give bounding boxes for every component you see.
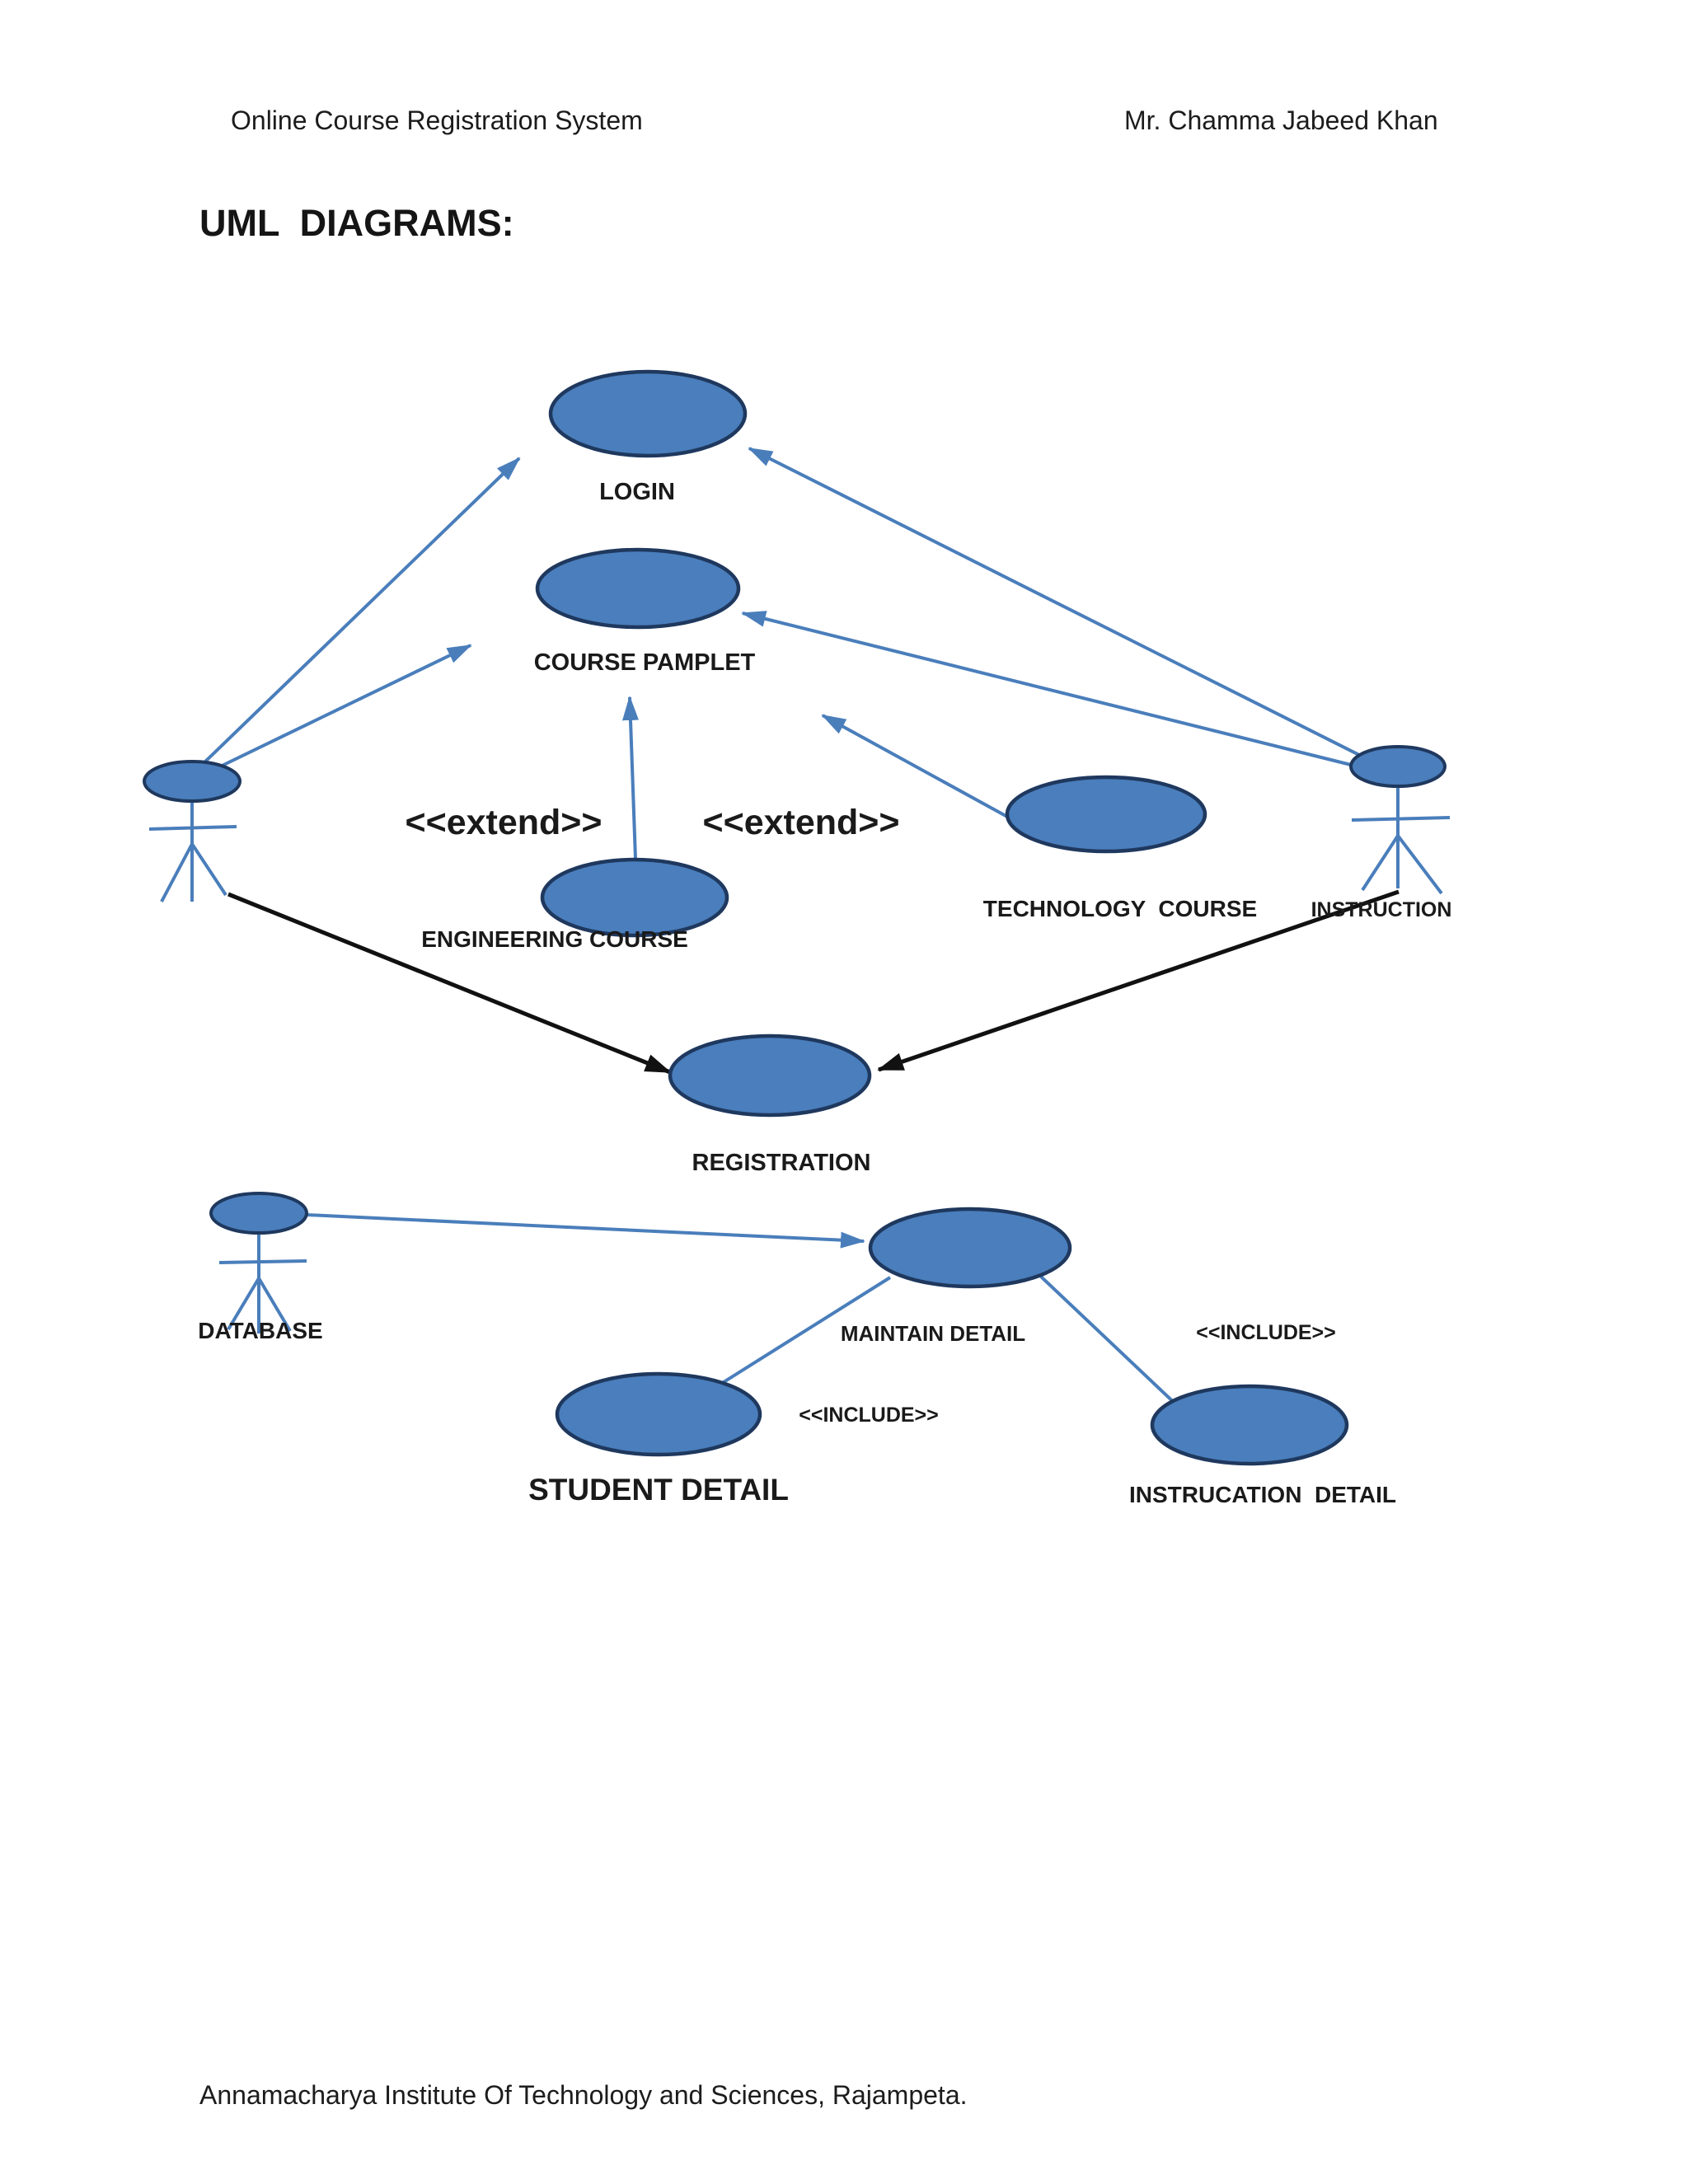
usecase-course-pamplet-label: COURSE PAMPLET [533, 649, 756, 676]
usecase-technology-course-label: TECHNOLOGY COURSE [982, 896, 1258, 921]
database-actor-label: DATABASE [198, 1318, 323, 1343]
connector-student-to-login [202, 457, 521, 765]
connector-extend-technology-course [821, 714, 1010, 819]
connector-student-to-registration [227, 892, 672, 1075]
usecase-maintain-detail-label: MAINTAIN DETAIL [840, 1321, 1026, 1346]
connector-student-to-course-pamplet [213, 644, 472, 771]
header-left: Online Course Registration System [231, 105, 643, 135]
instruction-actor-label: INSTRUCTION [1311, 898, 1452, 921]
instruction-actor-head [1349, 745, 1447, 788]
stereotype-include-left: <<INCLUDE>> [799, 1404, 939, 1427]
connector-instruction-to-course-pamplet [741, 611, 1358, 768]
page-title: UML DIAGRAMS: [199, 202, 514, 244]
usecase-login-ellipse [548, 369, 748, 458]
stereotype-extend-left: <<extend>> [405, 803, 603, 842]
connector-include-student-detail [715, 1276, 892, 1388]
database-actor-head [209, 1192, 308, 1235]
connector-include-instrucation-detail [1039, 1275, 1181, 1409]
usecase-student-detail-ellipse [555, 1371, 762, 1457]
stereotype-include-right: <<INCLUDE>> [1196, 1321, 1336, 1344]
student-actor-head [143, 760, 241, 803]
usecase-technology-course-ellipse [1005, 775, 1207, 854]
usecase-student-detail-label: STUDENT DETAIL [528, 1473, 789, 1507]
usecase-engineering-course-label: ENGINEERING COURSE [421, 926, 688, 952]
connector-extend-engineering-course [622, 696, 639, 860]
footer-text: Annamacharya Institute Of Technology and… [199, 2080, 968, 2110]
usecase-login-label: LOGIN [599, 479, 675, 505]
usecase-registration-ellipse [668, 1033, 872, 1118]
usecase-instrucation-detail-label: INSTRUCATION DETAIL [1128, 1482, 1397, 1507]
usecase-course-pamplet-ellipse [535, 547, 741, 630]
usecase-maintain-detail-ellipse [868, 1207, 1072, 1289]
database-actor-figure [209, 1192, 308, 1333]
stereotype-extend-right: <<extend>> [702, 803, 900, 842]
header-right: Mr. Chamma Jabeed Khan [1124, 105, 1438, 135]
student-actor-figure [143, 760, 241, 902]
connector-instruction-to-login [748, 447, 1367, 760]
usecase-registration-label: REGISTRATION [692, 1150, 871, 1176]
connector-database-to-maintain-detail [306, 1213, 865, 1249]
connector-instruction-to-registration [877, 889, 1400, 1072]
usecase-instrucation-detail-ellipse [1150, 1384, 1349, 1466]
instruction-actor-figure [1349, 745, 1451, 895]
usecase-engineering-course-ellipse [540, 857, 729, 938]
